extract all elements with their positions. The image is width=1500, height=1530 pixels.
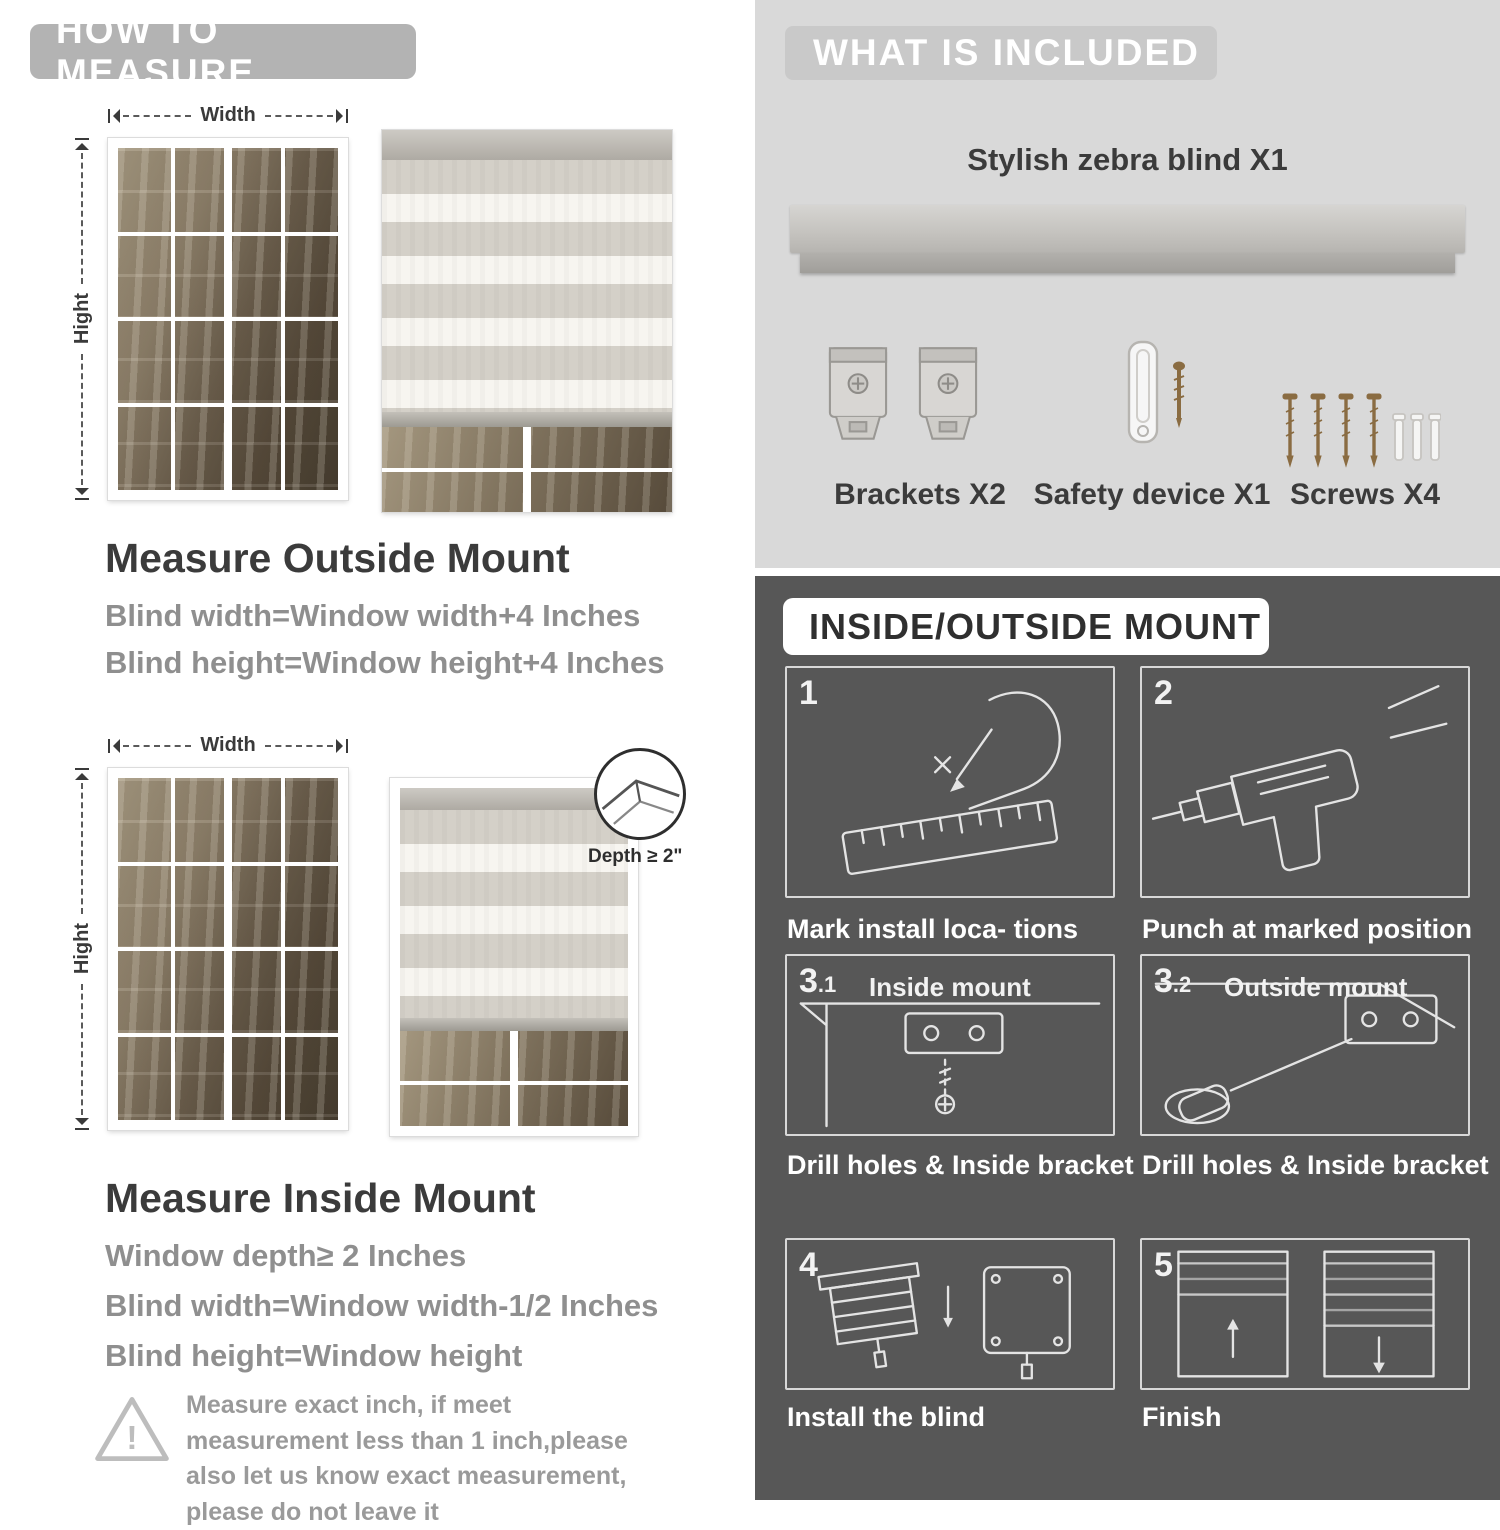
screws-icon [1273,386,1442,491]
inside-rule-width: Blind width=Window width-1/2 Inches [105,1288,659,1323]
screws-label: Screws X4 [1289,478,1441,511]
window-photo [118,778,338,1120]
step-panel-3-1: 3.1 Inside mount [785,954,1115,1136]
window-below-blind [382,427,672,512]
window-below-blind [400,1031,628,1126]
width-label: Width [200,734,256,756]
window-photo [118,148,338,490]
width-label: Width [200,104,256,126]
safety-device-label: Safety device X1 [1033,478,1271,511]
step-number: 2 [1154,674,1173,712]
how-to-measure-label: HOW TO MEASURE [56,9,256,93]
step-number: 5 [1154,1246,1173,1284]
step-panel-4: 4 [785,1238,1115,1390]
brackets-label: Brackets X2 [834,478,1006,511]
inside-mount-inner-label: Inside mount [869,972,1031,1002]
warning-triangle-icon: ! [92,1392,172,1466]
blind-stripes [382,160,672,412]
depth-label: Depth ≥ 2" [588,846,683,867]
step-caption-3-1: Drill holes & Inside bracket [787,1150,1134,1180]
blind-bottom-rail [382,412,672,427]
outside-mount-inner-label: Outside mount [1224,972,1408,1002]
window-illustration-outside [108,138,348,500]
zebra-blind-outside-illustration [382,130,672,512]
step-panel-1: 1 [785,666,1115,898]
height-label: Hight [70,923,93,975]
outside-rule-width: Blind width=Window width+4 Inches [105,598,641,633]
how-to-measure-header: HOW TO MEASURE [30,10,416,93]
outside-rule-height: Blind height=Window height+4 Inches [105,645,665,680]
step-number: 4 [799,1246,818,1284]
zebra-blind-inside-illustration [390,778,638,1136]
step-panel-5: 5 [1140,1238,1470,1390]
step-caption-3-2: Drill holes & Inside bracket [1142,1150,1489,1180]
step-panel-3-2: 3.2 Outside mount [1140,954,1470,1136]
window-illustration-inside [108,768,348,1130]
outside-mount-title: Measure Outside Mount [105,535,570,581]
step-caption-4: Install the blind [787,1402,986,1432]
step-number: 3.2 [1154,962,1192,1000]
what-is-included-header: WHAT IS INCLUDED [785,26,1217,80]
blind-item-label: Stylish zebra blind X1 [967,142,1288,177]
inside-rule-height: Blind height=Window height [105,1338,523,1373]
brackets-icon [821,342,985,446]
what-is-included-label: WHAT IS INCLUDED [813,32,1200,73]
mount-instructions-panel: INSIDE/OUTSIDE MOUNT 1 Mark install loca… [755,576,1500,1500]
mount-header-label: INSIDE/OUTSIDE MOUNT [809,605,1262,647]
step-number: 1 [799,674,818,712]
warning-exclamation: ! [126,1420,137,1457]
blind-stripes [400,810,628,1018]
blind-cassette [382,130,672,160]
mount-header: INSIDE/OUTSIDE MOUNT [783,598,1269,655]
blind-cassette [400,788,628,810]
what-is-included-panel: WHAT IS INCLUDED Stylish zebra blind X1 [755,0,1500,568]
height-measure-outside: Hight [70,138,94,500]
blind-bottom-rail [400,1018,628,1031]
height-label: Hight [70,293,93,345]
inside-mount-title: Measure Inside Mount [105,1175,536,1221]
safety-device-icon [1107,338,1207,455]
step-number: 3.1 [799,962,837,1000]
measure-note-text: Measure exact inch, if meet measurement … [186,1391,628,1526]
step-panel-2: 2 [1140,666,1470,898]
inside-rule-depth: Window depth≥ 2 Inches [105,1238,467,1273]
step-caption-5: Finish [1142,1402,1222,1432]
depth-detail-circle [594,748,686,840]
step-caption-2: Punch at marked position [1142,914,1473,944]
step-caption-1: Mark install loca- tions [787,914,1079,944]
width-measure-outside: Width [108,104,349,127]
height-measure-inside: Hight [70,768,94,1130]
width-measure-inside: Width [108,734,349,757]
headrail-illustration [790,205,1465,273]
